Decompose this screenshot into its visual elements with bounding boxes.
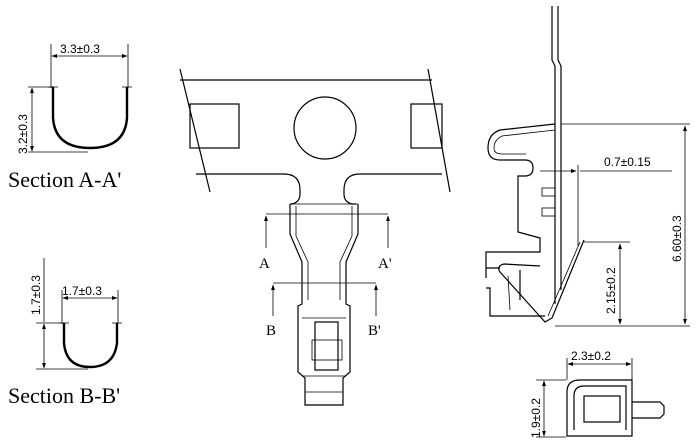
end-view-contact — [583, 395, 621, 423]
section-bb: 1.7±0.3 1.7±0.3 Section B-B' — [8, 258, 122, 408]
section-aa-width-label: 3.3±0.3 — [60, 42, 100, 56]
carrier-right-break — [427, 68, 451, 193]
plan-view: A A' B B' — [179, 68, 451, 406]
section-aa-title: Section A-A' — [8, 167, 121, 192]
section-bb-profile — [62, 323, 119, 369]
carrier-slot-left — [189, 103, 240, 149]
end-view-tab — [632, 401, 665, 419]
section-aa-profile — [51, 87, 129, 150]
end-view-inner — [573, 385, 627, 430]
side-upper-profile — [485, 123, 556, 278]
section-bb-width-label: 1.7±0.3 — [62, 284, 102, 298]
cut-label-b: B — [266, 323, 276, 339]
contact-spring — [311, 339, 343, 361]
end-width-dim-label: 2.3±0.2 — [571, 349, 611, 363]
section-aa: 3.3±0.3 3.2±0.3 Section A-A' — [8, 42, 132, 192]
terminal-body-outer — [289, 204, 359, 406]
section-bb-height-label: 1.7±0.3 — [29, 275, 43, 315]
section-bb-title: Section B-B' — [8, 383, 120, 408]
carrier-bottom-edge — [196, 173, 442, 194]
carrier-slot-right — [410, 103, 443, 149]
contact-window — [314, 321, 339, 371]
side-lower-dim-label: 2.15±0.2 — [604, 267, 618, 314]
end-view: 2.3±0.2 1.9±0.2 — [529, 349, 665, 438]
end-view-outer — [566, 379, 633, 437]
end-height-dim-label: 1.9±0.2 — [529, 398, 543, 438]
section-aa-height-label: 3.2±0.3 — [16, 114, 30, 154]
side-window-2 — [541, 207, 556, 217]
side-thickness-dim-label: 0.7±0.15 — [604, 155, 651, 169]
side-total-dim-label: 6.60±0.3 — [670, 215, 684, 262]
side-lower-body — [486, 267, 545, 317]
terminal-body-inner — [295, 206, 353, 300]
cut-label-a-prime: A' — [378, 256, 392, 272]
pilot-hole — [293, 96, 357, 160]
side-view: 6.60±0.3 0.7±0.15 2.15±0.2 — [485, 6, 690, 327]
side-carrier-edge — [551, 6, 562, 304]
side-window-1 — [541, 187, 556, 197]
carrier-left-break — [179, 68, 211, 193]
cut-label-a: A — [259, 256, 270, 272]
terminal-neck — [290, 193, 356, 205]
cut-label-b-prime: B' — [368, 323, 381, 339]
